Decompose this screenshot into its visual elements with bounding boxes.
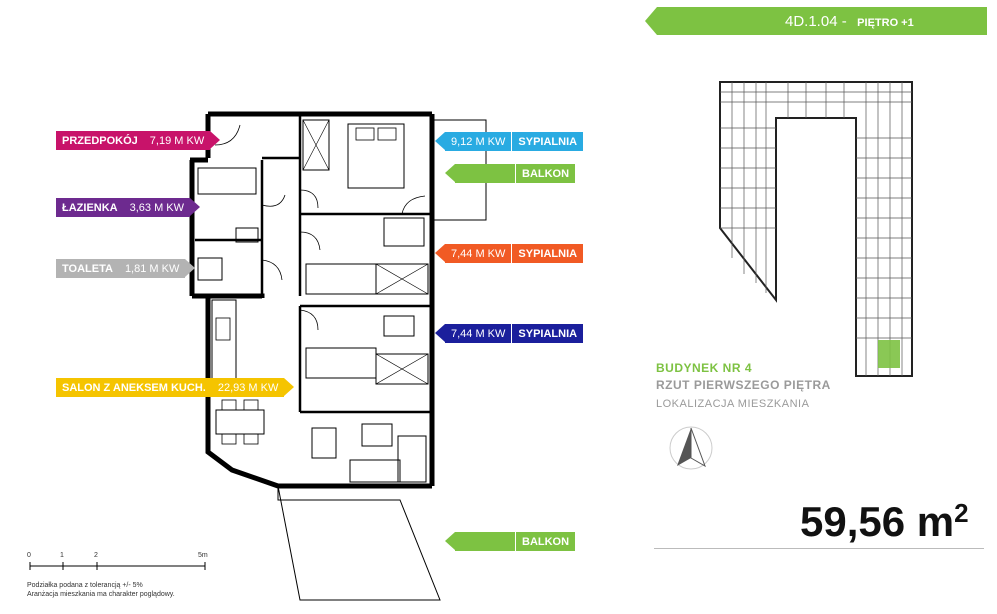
room-area: 1,81 M KW xyxy=(118,259,186,278)
room-name: SYPIALNIA xyxy=(511,324,584,343)
scale-tick-5m: 5m xyxy=(198,552,208,559)
tag-bar xyxy=(455,164,515,183)
scale-bar xyxy=(29,562,206,570)
north-arrow-icon xyxy=(669,426,713,470)
room-tag-sypialnia-2: 7,44 M KW SYPIALNIA xyxy=(435,244,584,263)
floor-label: PIĘTRO +1 xyxy=(857,17,914,29)
room-tag-lazienka: ŁAZIENKA 3,63 M KW xyxy=(56,198,201,217)
room-name: ŁAZIENKA xyxy=(56,198,124,217)
tag-arrow xyxy=(435,244,445,262)
building-location-map xyxy=(719,81,913,377)
room-area: 22,93 M KW xyxy=(211,378,285,397)
room-name: TOALETA xyxy=(56,259,119,278)
header-separator: - xyxy=(837,13,847,30)
tag-arrow xyxy=(284,378,295,396)
lower-balcony xyxy=(277,485,441,601)
room-area: 9,12 M KW xyxy=(445,132,512,151)
tag-arrow xyxy=(435,132,445,150)
balcony-label: BALKON xyxy=(515,532,576,551)
tag-arrow xyxy=(445,164,455,182)
header-title: 4D.1.04 - PIĘTRO +1 xyxy=(785,13,914,31)
room-tag-przedpokoj: PRZEDPOKÓJ 7,19 M KW xyxy=(56,131,221,150)
balcony-label: BALKON xyxy=(515,164,576,183)
balcony-tag-upper: BALKON xyxy=(445,164,576,183)
unit-code: 4D.1.04 xyxy=(785,13,838,30)
total-area: 59,56 m2 xyxy=(800,498,969,546)
tag-bar xyxy=(455,532,515,551)
room-area: 7,44 M KW xyxy=(445,244,512,263)
total-area-value: 59,56 xyxy=(800,498,906,545)
header-banner-shape xyxy=(645,7,987,35)
room-tag-sypialnia-3: 7,44 M KW SYPIALNIA xyxy=(435,324,584,343)
room-area: 7,19 M KW xyxy=(143,131,211,150)
tag-arrow xyxy=(435,324,445,342)
room-area: 7,44 M KW xyxy=(445,324,512,343)
building-name: BUDYNEK NR 4 xyxy=(656,361,753,375)
balcony-tag-lower: BALKON xyxy=(445,532,576,551)
scale-note-1: Podziałka podana z tolerancją +/- 5% xyxy=(27,582,143,589)
scale-tick-1: 1 xyxy=(60,552,64,559)
tag-arrow xyxy=(185,259,196,277)
room-name: SYPIALNIA xyxy=(511,132,584,151)
building-location: LOKALIZACJA MIESZKANIA xyxy=(656,398,810,410)
room-tag-sypialnia-1: 9,12 M KW SYPIALNIA xyxy=(435,132,584,151)
scale-tick-0: 0 xyxy=(27,552,31,559)
divider xyxy=(654,548,984,549)
tag-arrow xyxy=(445,532,455,550)
total-area-sup: 2 xyxy=(954,498,969,528)
scale-note-2: Aranżacja mieszkania ma charakter pogląd… xyxy=(27,591,175,598)
room-area: 3,63 M KW xyxy=(123,198,191,217)
floor-plan xyxy=(29,111,487,601)
scale-tick-2: 2 xyxy=(94,552,98,559)
room-tag-toaleta: TOALETA 1,81 M KW xyxy=(56,259,196,278)
tag-arrow xyxy=(210,131,221,149)
tag-arrow xyxy=(190,198,201,216)
room-tag-salon: SALON Z ANEKSEM KUCH. 22,93 M KW xyxy=(56,378,295,397)
total-area-unit: m xyxy=(916,498,955,545)
room-name: SYPIALNIA xyxy=(511,244,584,263)
room-name: SALON Z ANEKSEM KUCH. xyxy=(56,378,212,397)
building-plan: RZUT PIERWSZEGO PIĘTRA xyxy=(656,378,831,392)
apartment-highlight xyxy=(878,340,900,368)
room-name: PRZEDPOKÓJ xyxy=(56,131,144,150)
header-banner: 4D.1.04 - PIĘTRO +1 xyxy=(645,7,987,35)
interior-walls xyxy=(195,116,432,414)
